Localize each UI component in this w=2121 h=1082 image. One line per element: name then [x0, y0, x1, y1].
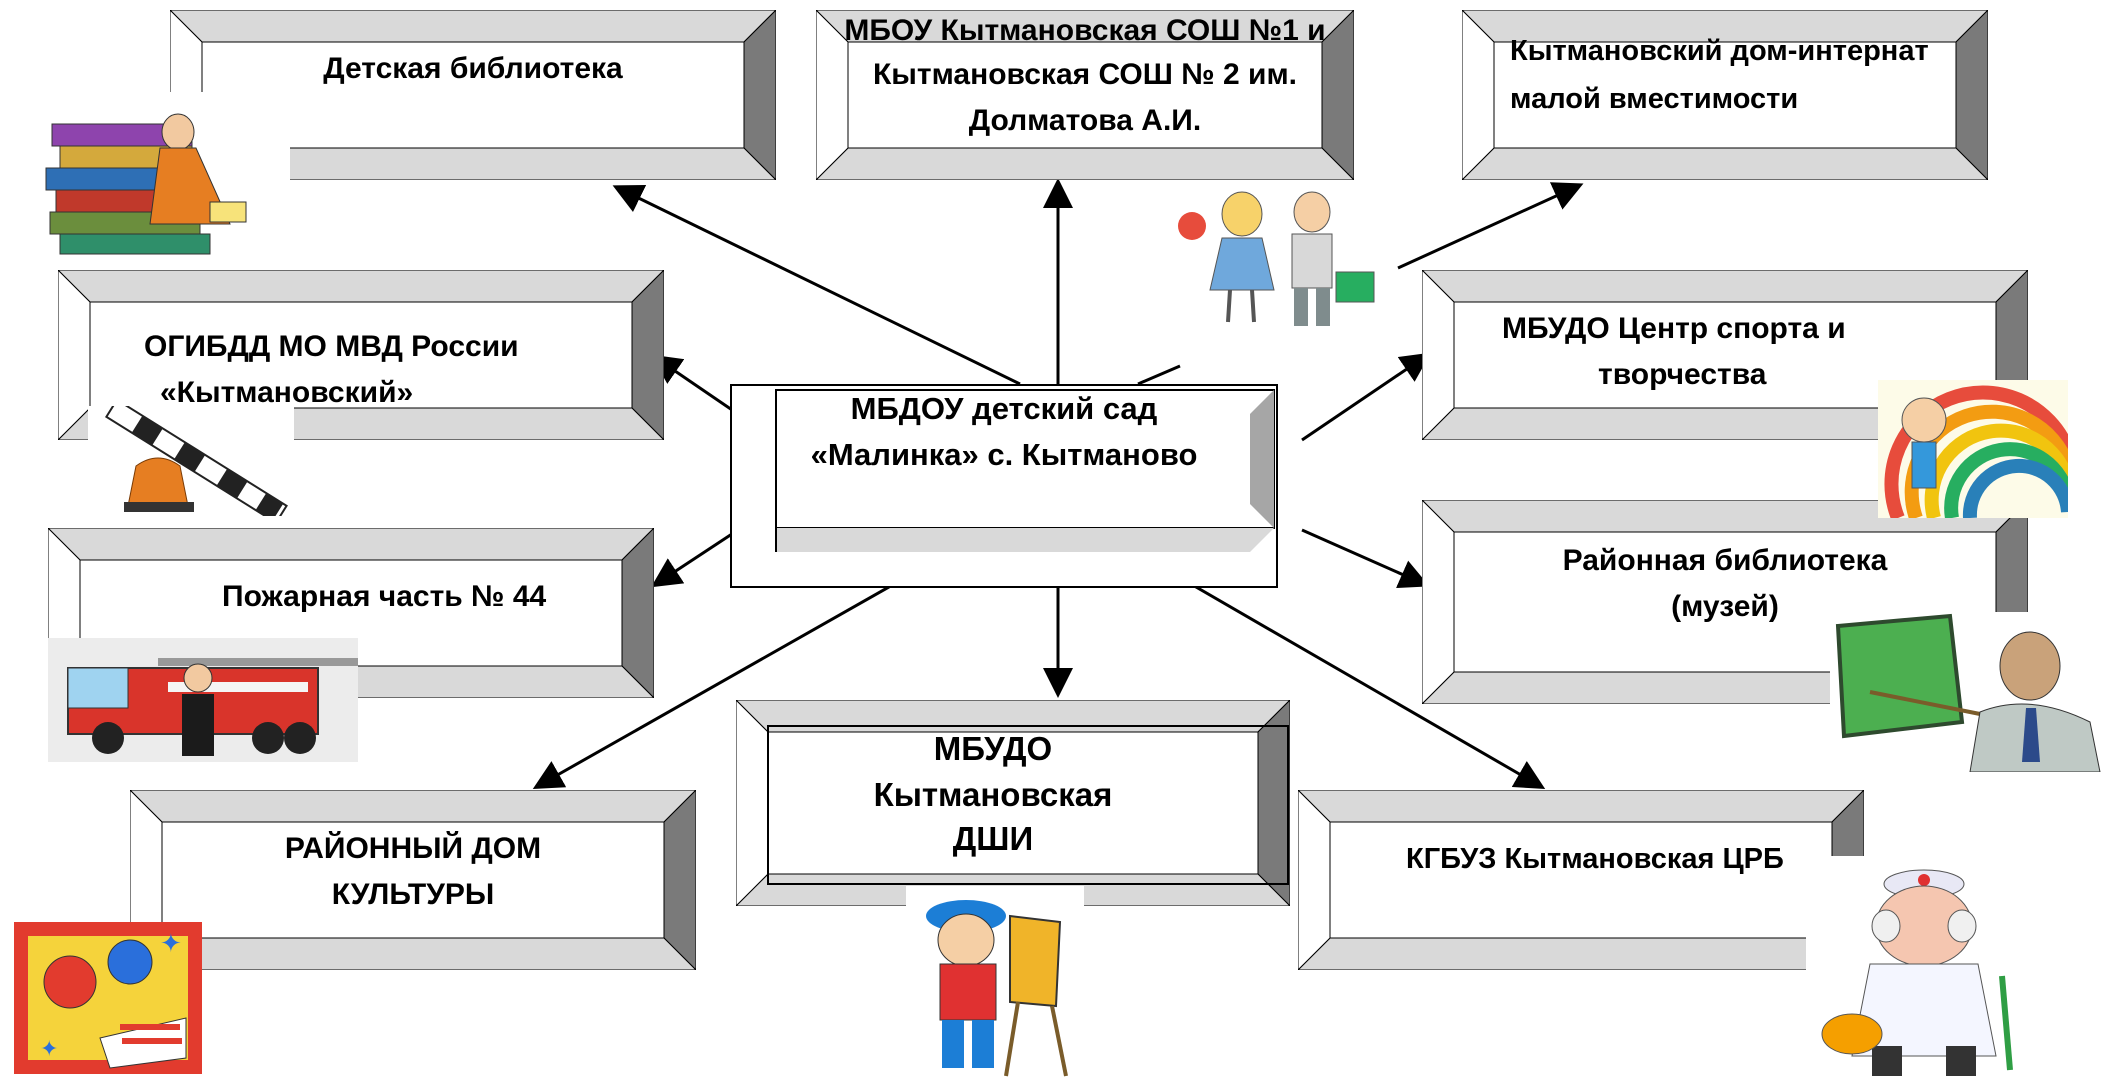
culture-house-label-line1: РАЙОННЫЙ ДОМ — [284, 832, 542, 865]
boarding-label-line2: малой вместимости — [1510, 83, 1799, 115]
arrow-to-district-library — [1301, 528, 1430, 589]
arrow-to-boarding-school — [1137, 364, 1181, 386]
rainbow-pencil-clipart — [1878, 380, 2068, 518]
schoolchildren-clipart — [1152, 186, 1392, 332]
center-node-kindergarten: МБДОУ детский сад «Малинка» с. Кытманово — [730, 384, 1278, 588]
center-label-line1: МБДОУ детский сад — [850, 391, 1158, 426]
art-school-label-line1: МБУДО — [933, 730, 1053, 767]
culture-house-label-line2: КУЛЬТУРЫ — [331, 878, 495, 911]
node-art-school: МБУДО Кытмановская ДШИ — [736, 700, 1290, 906]
svg-text:✦: ✦ — [160, 929, 182, 959]
childrens-library-label: Детская библиотека — [323, 52, 623, 85]
svg-text:✦: ✦ — [40, 1037, 58, 1062]
district-library-label-line1: Районная библиотека — [1562, 544, 1888, 577]
node-boarding-school: Кытмановский дом-интернат малой вместимо… — [1462, 10, 1988, 180]
art-school-label-line2: Кытмановская — [873, 776, 1113, 813]
hospital-label: КГБУЗ Кытмановская ЦРБ — [1406, 843, 1784, 875]
school-label-line1: МБОУ Кытмановская СОШ №1 и — [844, 14, 1326, 47]
traffic-police-label-line2: «Кытмановский» — [160, 376, 414, 409]
sport-center-label-line2: творчества — [1598, 358, 1767, 391]
arrow-to-culture-house — [532, 556, 941, 789]
fire-station-label: Пожарная часть № 44 — [222, 580, 547, 613]
sport-center-label-line1: МБУДО Центр спорта и — [1502, 312, 1846, 345]
arrow-to-boarding-school-upper — [1397, 182, 1584, 270]
arrow-to-sport-center — [1301, 352, 1431, 442]
books-clipart — [0, 92, 290, 260]
arrow-to-childrens-library — [612, 185, 1021, 386]
doctor-clipart — [1806, 856, 2050, 1082]
center-label-line2: «Малинка» с. Кытманово — [810, 437, 1198, 472]
traffic-police-label-line1: ОГИБДД МО МВД России — [144, 330, 519, 363]
teacher-pointer-clipart — [1830, 612, 2120, 772]
node-hospital: КГБУЗ Кытмановская ЦРБ — [1298, 790, 1864, 970]
boarding-label-line1: Кытмановский дом-интернат — [1510, 35, 1929, 67]
arrow-to-hospital — [1145, 556, 1546, 790]
node-culture-house: РАЙОННЫЙ ДОМ КУЛЬТУРЫ — [130, 790, 696, 970]
school-label-line3: Долматова А.И. — [968, 104, 1202, 137]
node-traffic-police: ОГИБДД МО МВД России «Кытмановский» — [58, 270, 664, 440]
school-label-line2: Кытмановская СОШ № 2 им. — [873, 58, 1297, 91]
young-painter-clipart — [906, 886, 1084, 1082]
police-baton-siren-clipart — [88, 406, 294, 516]
art-school-label-line3: ДШИ — [952, 820, 1034, 857]
balloons-card-clipart: ✦ ✦ — [14, 922, 202, 1074]
arrow-to-fire-station — [650, 528, 739, 588]
district-library-label-line2: (музей) — [1671, 590, 1779, 623]
fire-truck-clipart — [48, 638, 358, 762]
node-school: МБОУ Кытмановская СОШ №1 и Кытмановская … — [816, 10, 1354, 180]
